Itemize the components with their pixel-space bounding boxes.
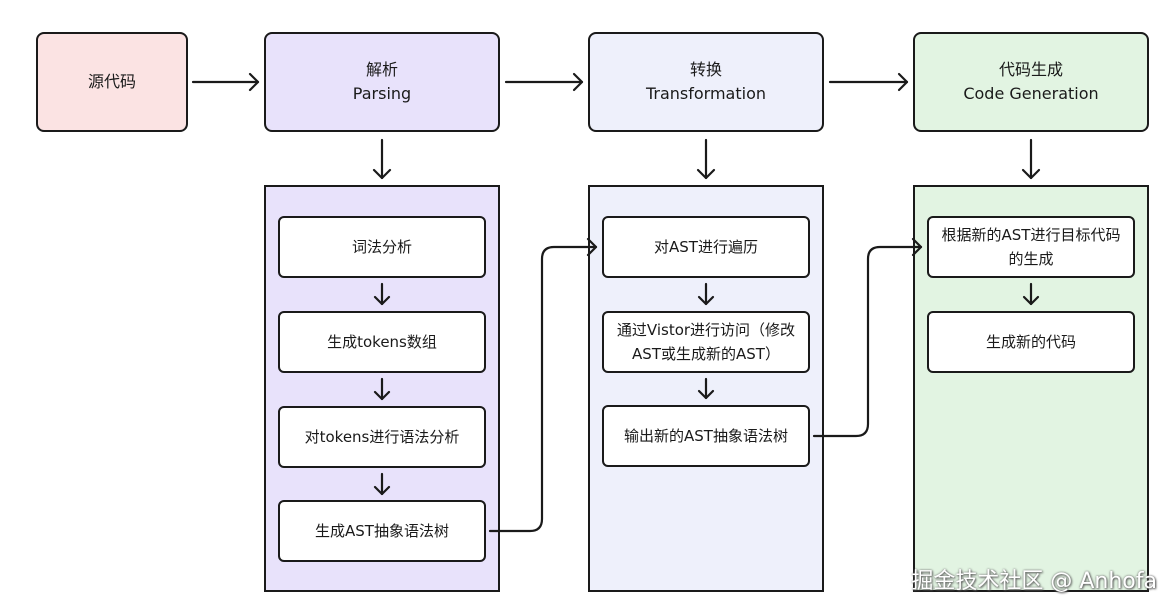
parsing-step-tokens: 生成tokens数组 [278,311,486,373]
transform-step-visitor: 通过Vistor进行访问（修改AST或生成新的AST） [602,311,810,373]
stage-transformation-header: 转换 Transformation [588,32,824,132]
arrow-source-to-parsing [191,72,260,92]
arrow-codegen-header-down [1021,138,1041,180]
arrow-codegen-1-2 [1022,282,1040,306]
arrow-parsing-1-2 [373,282,391,306]
source-code-box: 源代码 [36,32,188,132]
stage-codegen-title: 代码生成 [998,60,1063,79]
stage-codegen-header: 代码生成 Code Generation [913,32,1149,132]
arrow-parsing-2-3 [373,377,391,401]
stage-codegen-subtitle: Code Generation [963,84,1099,103]
codegen-step-new-code: 生成新的代码 [927,311,1135,373]
stage-transformation-title: 转换 [689,60,722,79]
arrow-transformation-header-down [696,138,716,180]
transform-step-traverse: 对AST进行遍历 [602,216,810,278]
connector-parsing-to-transformation [488,237,598,533]
stage-parsing-header: 解析 Parsing [264,32,500,132]
watermark: 掘金技术社区 @ Anhofa [911,569,1157,594]
arrow-transformation-to-codegen [828,72,909,92]
arrow-parsing-to-transformation [504,72,584,92]
stage-parsing-subtitle: Parsing [352,84,412,103]
parsing-step-lexical: 词法分析 [278,216,486,278]
codegen-step-generate: 根据新的AST进行目标代码的生成 [927,216,1135,278]
parsing-step-syntax: 对tokens进行语法分析 [278,406,486,468]
arrow-transform-1-2 [697,282,715,306]
stage-transformation-subtitle: Transformation [645,84,767,103]
stage-parsing-title: 解析 [365,60,398,79]
transform-step-output-ast: 输出新的AST抽象语法树 [602,405,810,467]
arrow-parsing-3-4 [373,472,391,496]
parsing-step-ast: 生成AST抽象语法树 [278,500,486,562]
connector-transformation-to-codegen [812,237,923,438]
arrow-parsing-header-down [372,138,392,180]
arrow-transform-2-3 [697,377,715,400]
source-code-label: 源代码 [87,72,136,91]
